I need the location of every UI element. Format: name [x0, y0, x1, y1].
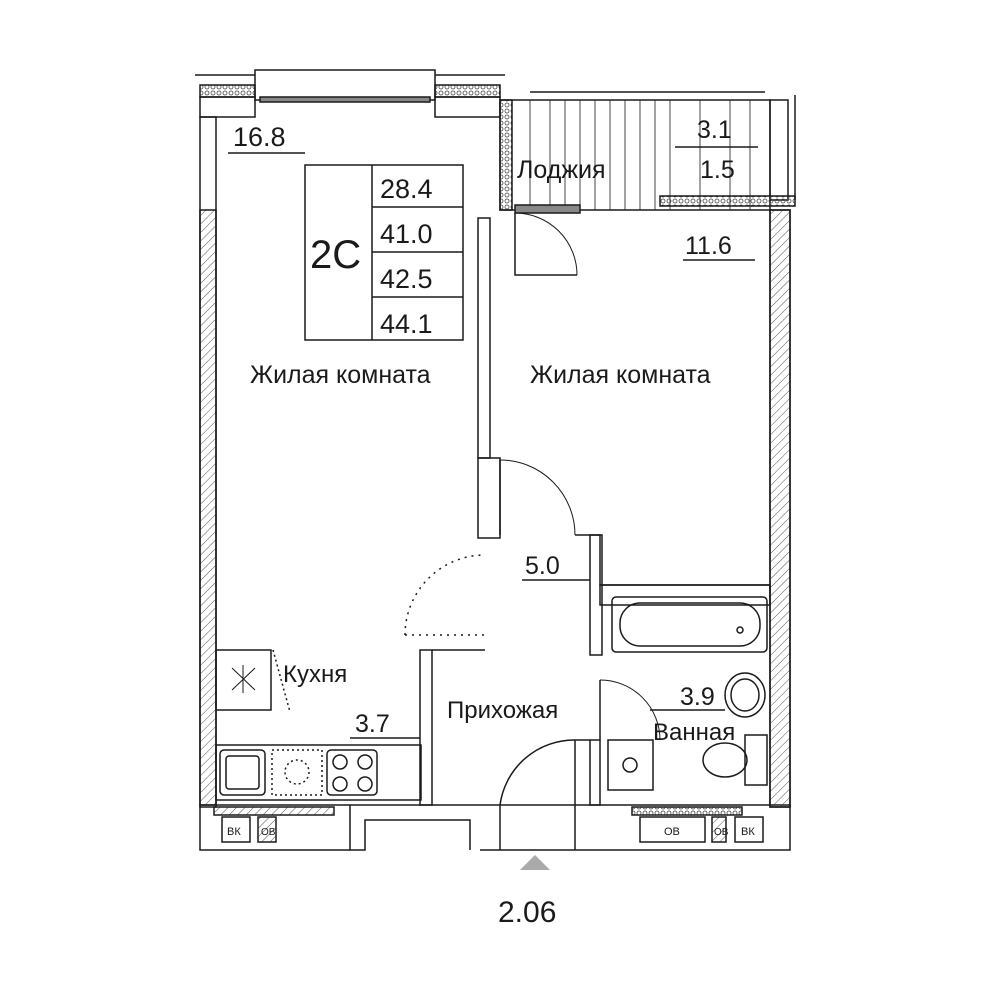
living-right-label: Жилая комната	[530, 361, 711, 389]
bath-wall	[599, 584, 771, 606]
entrance-height: 2.06	[498, 896, 556, 929]
sink	[219, 749, 266, 796]
shaft-ov-right-small: ОВ	[714, 827, 729, 838]
entrance-marker-icon	[520, 855, 550, 870]
partition-wall	[477, 217, 491, 459]
bathtub	[611, 596, 768, 653]
area-living: 28.4	[380, 174, 433, 204]
loggia-label: Лоджия	[517, 156, 606, 184]
shaft-vk-left: ВК	[227, 826, 241, 838]
washing-machine	[607, 739, 654, 791]
area-table	[304, 164, 464, 341]
washbasin	[724, 672, 766, 718]
area-full: 44.1	[380, 309, 433, 339]
hall-label: Прихожая	[447, 697, 558, 724]
loggia-area	[499, 91, 796, 214]
shaft-ov-left: ОВ	[261, 827, 276, 838]
bathroom-area: 3.9	[680, 683, 715, 711]
hall-area: 5.0	[525, 552, 560, 580]
area-with-loggia: 42.5	[380, 264, 433, 294]
loggia-area-bottom: 1.5	[700, 156, 735, 184]
area-total: 41.0	[380, 219, 433, 249]
window-left-room	[254, 69, 436, 101]
shaft-ov-right: ОВ	[664, 826, 680, 838]
bathroom-label: Ванная	[653, 719, 735, 746]
loggia-area-top: 3.1	[697, 116, 732, 144]
insulation-top	[195, 74, 505, 98]
kitchen-label: Кухня	[283, 661, 347, 688]
apartment-type: 2С	[310, 233, 361, 277]
wall-bottom	[199, 804, 791, 852]
living-right-area: 11.6	[685, 232, 732, 260]
wall-top-left	[199, 96, 256, 118]
kitchen-area: 3.7	[355, 710, 390, 738]
living-left-area: 16.8	[233, 122, 286, 152]
cooktop	[326, 749, 378, 796]
toilet	[744, 734, 768, 786]
living-left-label: Жилая комната	[250, 361, 431, 389]
hood	[215, 649, 272, 711]
shaft-vk-right: ВК	[741, 826, 755, 838]
kitchen-counter	[215, 744, 422, 801]
